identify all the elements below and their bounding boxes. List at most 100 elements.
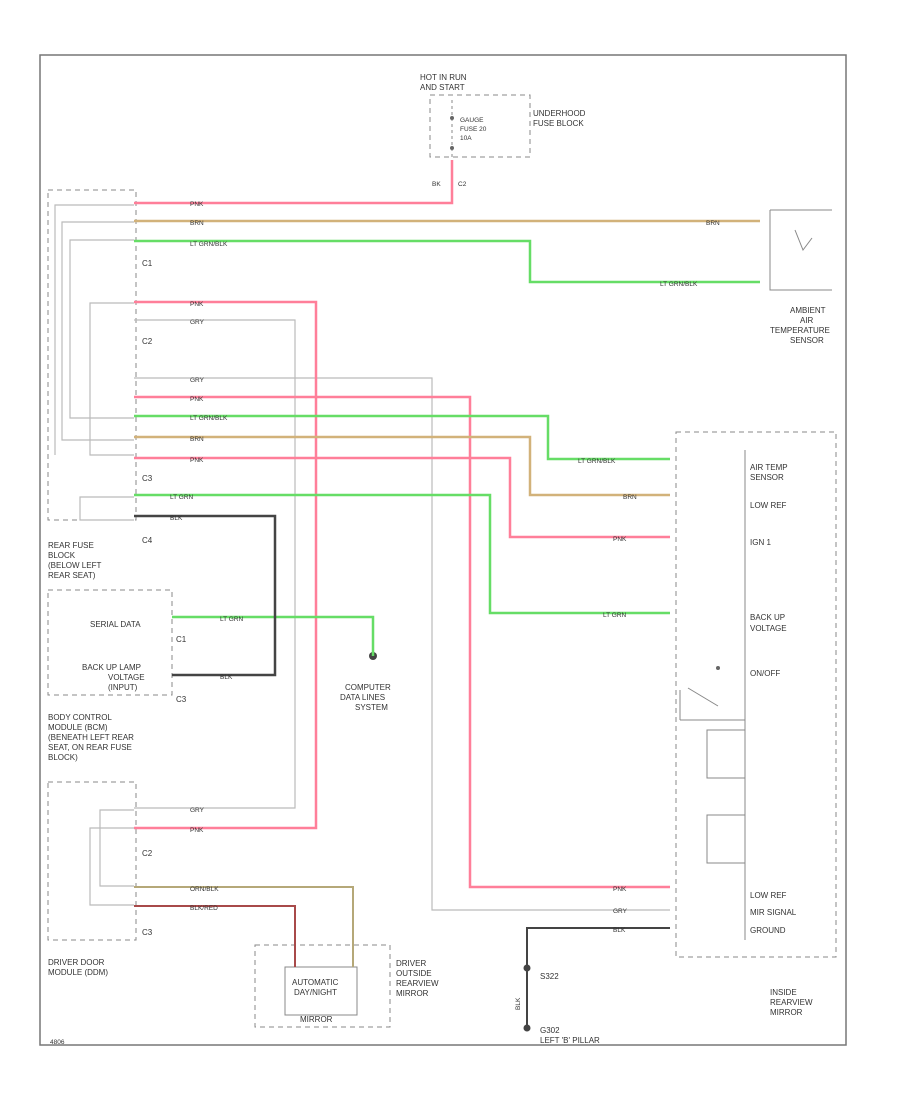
outside-mirror-label-3: REARVIEW [396,979,439,988]
mirror-pin-3: LOW REF [750,501,787,510]
wire-pnk-ign [134,456,670,539]
mirror-pin-9: MIR SIGNAL [750,908,797,917]
outside-mirror-label-4: MIRROR [396,989,429,998]
wire-ornblk [134,886,354,967]
hot-in-run-line2: AND START [420,83,465,92]
bcm-label-3: (BENEATH LEFT REAR [48,733,134,742]
bcm-label-5: BLOCK) [48,753,78,762]
wire-blk-backup [134,514,277,677]
wl-ltgrn-1: LT GRN [170,494,194,501]
underhood-fuse-block: HOT IN RUN AND START UNDERHOOD FUSE BLOC… [420,73,586,188]
outside-mirror-label-1: DRIVER [396,959,426,968]
wire-group [54,160,760,1028]
wl-pnk-mirror: PNK [613,536,627,543]
wire-ltgrn-mirror [134,414,670,461]
wl-gry-2: GRY [190,377,205,384]
wl-brn-mirror: BRN [623,494,637,501]
outside-mirror-label-2: OUTSIDE [396,969,432,978]
wl-blkred: BLK/RED [190,905,218,912]
conn-c4-a: C4 [142,536,153,545]
wl-ltgrnblk-1: LT GRN/BLK [190,241,228,248]
back-up-lamp-label-3: (INPUT) [108,683,138,692]
inside-mirror-label-3: MIRROR [770,1008,803,1017]
mirror-pin-10: GROUND [750,926,786,935]
footer-code: 4806 [50,1039,65,1046]
wl-pnk-1: PNK [190,201,204,208]
wl-ltgrnblk-mirror: LT GRN/BLK [578,458,616,465]
wire-gry-1 [134,319,296,809]
wire-gry-9 [99,809,134,887]
ambient-label-1: AMBIENT [790,306,826,315]
computer-data-label-3: SYSTEM [355,703,388,712]
auto-mirror-label-1: AUTOMATIC [292,978,339,987]
auto-mirror-block [284,966,358,1016]
wl-pnk-ddm: PNK [190,827,204,834]
wl-blk-backup: BLK [220,674,233,681]
wire-label-group: PNK BRN LT GRN/BLK BRN LT GRN/BLK PNK GR… [170,201,720,934]
ambient-air-sensor: AMBIENT AIR TEMPERATURE SENSOR [769,209,832,345]
wl-ornblk: ORN/BLK [190,886,219,893]
wl-blk-1: BLK [170,515,183,522]
wl-pnk-2: PNK [190,301,204,308]
bcm-label-1: BODY CONTROL [48,713,112,722]
rear-fuse-label-3: (BELOW LEFT [48,561,101,570]
mirror-pin-7: ON/OFF [750,669,780,678]
mirror-pin-8: LOW REF [750,891,787,900]
wire-ltgrn-serial [172,615,375,656]
mirror-pin-6: VOLTAGE [750,624,787,633]
wire-gry-2 [134,377,670,911]
ground-s322: S322 [540,972,559,981]
wl-ltgrn-serial: LT GRN [220,616,244,623]
fuse-label-1: GAUGE [460,117,484,124]
serial-data-label: SERIAL DATA [90,620,141,629]
conn-c3-bcm: C3 [176,695,187,704]
auto-mirror-label-2: DAY/NIGHT [294,988,337,997]
wl-brn-1: BRN [190,220,204,227]
wl-ltgrnblk-2: LT GRN/BLK [190,415,228,422]
wl-pnk-4: PNK [190,457,204,464]
wire-blk-ground [526,927,670,1028]
wire-gry-6 [61,221,134,441]
ambient-label-2: AIR [800,316,814,325]
back-up-lamp-label-2: VOLTAGE [108,673,145,682]
wl-gry-ddm: GRY [190,807,205,814]
wire-gry-5 [54,204,134,455]
mirror-pin-1: AIR TEMP [750,463,788,472]
ground-g302-2: LEFT 'B' PILLAR [540,1036,600,1045]
conn-c3-ddm: C3 [142,928,153,937]
wire-gry-8 [89,827,134,906]
wl-gry-1: GRY [190,319,205,326]
conn-c1-bcm: C1 [176,635,187,644]
wl-ltgrnblk-ambient: LT GRN/BLK [660,281,698,288]
bcm-box [47,589,173,696]
diagram-border [39,54,847,1046]
mirror-pin-2: SENSOR [750,473,784,482]
wire-blkred [134,905,296,967]
wire-brn-mirror [134,435,670,497]
auto-mirror-label-3: MIRROR [300,1015,333,1024]
wire-pnk-lowref [134,395,670,889]
wire-pnk-ddm [134,300,318,830]
conn-c2-ddm: C2 [142,849,153,858]
back-up-lamp-label-1: BACK UP LAMP [82,663,141,672]
conn-c2-a: C2 [142,337,153,346]
underhood-label-2: FUSE BLOCK [533,119,584,128]
mirror-pin-4: IGN 1 [750,538,771,547]
rear-fuse-label-2: BLOCK [48,551,76,560]
connector-bk: BK [432,181,441,188]
fuse-label-3: 10A [460,135,472,142]
bcm-label-4: SEAT, ON REAR FUSE [48,743,132,752]
hot-in-run-line1: HOT IN RUN [420,73,467,82]
inside-mirror: AIR TEMP SENSOR LOW REF IGN 1 BACK UP VO… [675,431,837,1017]
wl-pnk-3: PNK [190,396,204,403]
wire-ltgrn-backup [134,493,670,615]
connector-c2-top: C2 [458,181,467,188]
wire-pnk-fuse [134,160,454,205]
wire-gry-7 [69,239,134,419]
underhood-label-1: UNDERHOOD [533,109,586,118]
ddm-label-2: MODULE (DDM) [48,968,108,977]
ddm-label-1: DRIVER DOOR [48,958,105,967]
fuse-label-2: FUSE 20 [460,126,487,133]
wire-ltgrn-ambient [134,239,760,284]
